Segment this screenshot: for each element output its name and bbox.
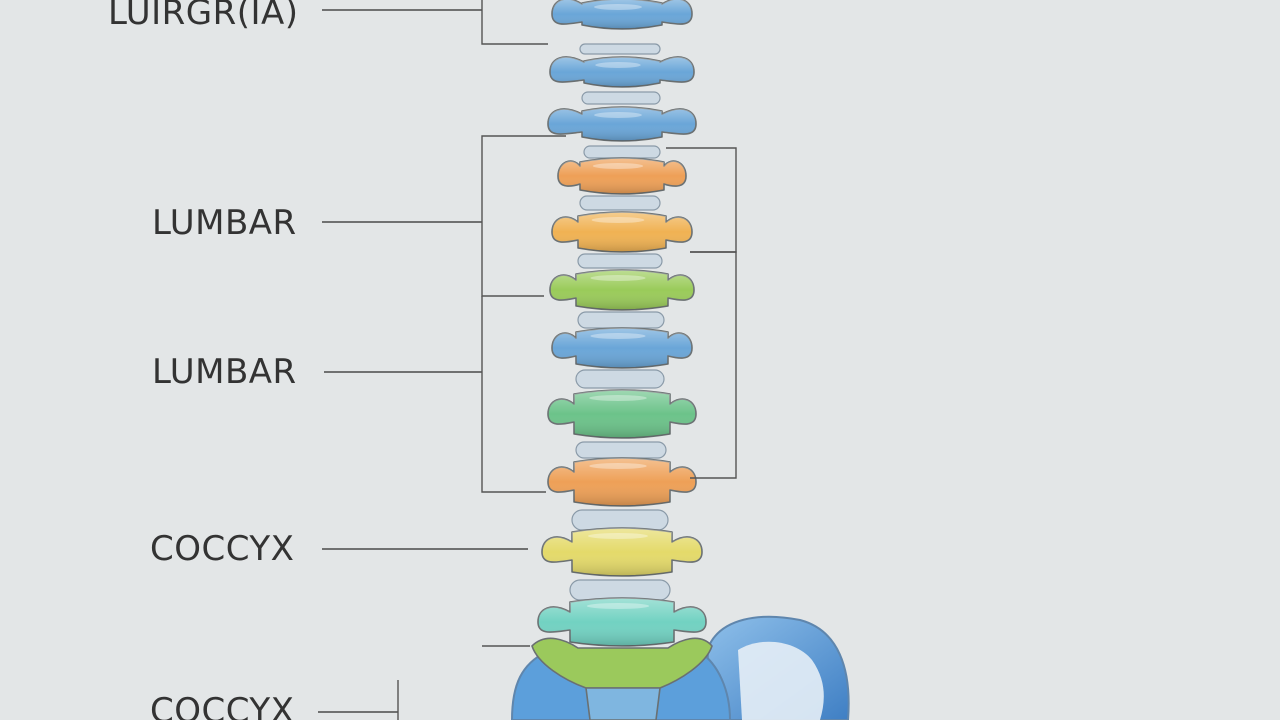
vertebra-l1: [549, 269, 695, 311]
bracket-left-lower: [481, 296, 546, 493]
vertebra-s1: [537, 597, 707, 647]
vertebra-l4-shading: [548, 458, 696, 506]
vertebra-l3: [547, 389, 697, 439]
pelvis-wing-right-inner: [738, 641, 824, 720]
vertebra-t2-highlight: [592, 163, 644, 169]
vertebra-l5-shading: [542, 528, 702, 576]
bracket-left-upper: [481, 135, 566, 297]
vertebra-t1-highlight: [594, 112, 642, 118]
vertebra-l3-highlight: [589, 395, 647, 401]
vertebra-c1: [551, 0, 693, 30]
vertebra-group: [537, 0, 707, 647]
label-coccyx-upper: COCCYX: [150, 529, 294, 569]
label-top: LUIRGR(IA): [108, 0, 299, 33]
disc: [579, 43, 661, 55]
vertebra-t2-shading: [558, 158, 686, 194]
disc: [575, 369, 665, 389]
vertebra-l1-shading: [550, 270, 694, 310]
disc: [579, 195, 661, 211]
vertebra-t3-shading: [552, 212, 692, 252]
bracket-top: [481, 0, 548, 45]
vertebra-l4: [547, 457, 697, 507]
vertebra-l2-highlight: [590, 333, 646, 339]
vertebra-s1-shading: [538, 598, 706, 646]
vertebra-t1: [547, 106, 697, 142]
vertebra-c2: [549, 56, 695, 88]
labels: LUIRGR(IA) LUMBAR LUMBAR COCCYX COCCYX: [108, 0, 299, 720]
vertebra-l4-highlight: [589, 463, 647, 469]
vertebra-t3-highlight: [591, 217, 645, 223]
vertebra-l5-highlight: [588, 533, 648, 539]
vertebra-c1-shading: [552, 0, 692, 29]
vertebra-l2-shading: [552, 328, 692, 368]
label-lumbar-lower: LUMBAR: [152, 352, 297, 392]
disc: [581, 91, 661, 105]
leader-lines: [318, 9, 528, 713]
disc: [569, 579, 671, 601]
disc: [577, 253, 663, 269]
vertebra-l2: [551, 327, 693, 369]
vertebra-c2-highlight: [595, 62, 641, 68]
vertebra-t2: [557, 157, 687, 195]
disc: [575, 441, 667, 459]
vertebra-s1-highlight: [586, 603, 650, 609]
disc: [583, 145, 661, 159]
label-coccyx-lower: COCCYX: [150, 691, 294, 720]
vertebra-l3-shading: [548, 390, 696, 438]
vertebra-t1-shading: [548, 107, 696, 141]
vertebra-t3: [551, 211, 693, 253]
vertebra-l1-highlight: [590, 275, 646, 281]
bracket-right-lower: [690, 251, 737, 479]
vertebra-c1-highlight: [594, 4, 642, 10]
label-lumbar-upper: LUMBAR: [152, 203, 297, 243]
vertebra-c2-shading: [550, 57, 694, 87]
disc: [577, 311, 665, 329]
brackets: [397, 0, 737, 720]
vertebra-l5: [541, 527, 703, 577]
vertebra-sacral: [531, 637, 713, 720]
disc: [571, 509, 669, 531]
